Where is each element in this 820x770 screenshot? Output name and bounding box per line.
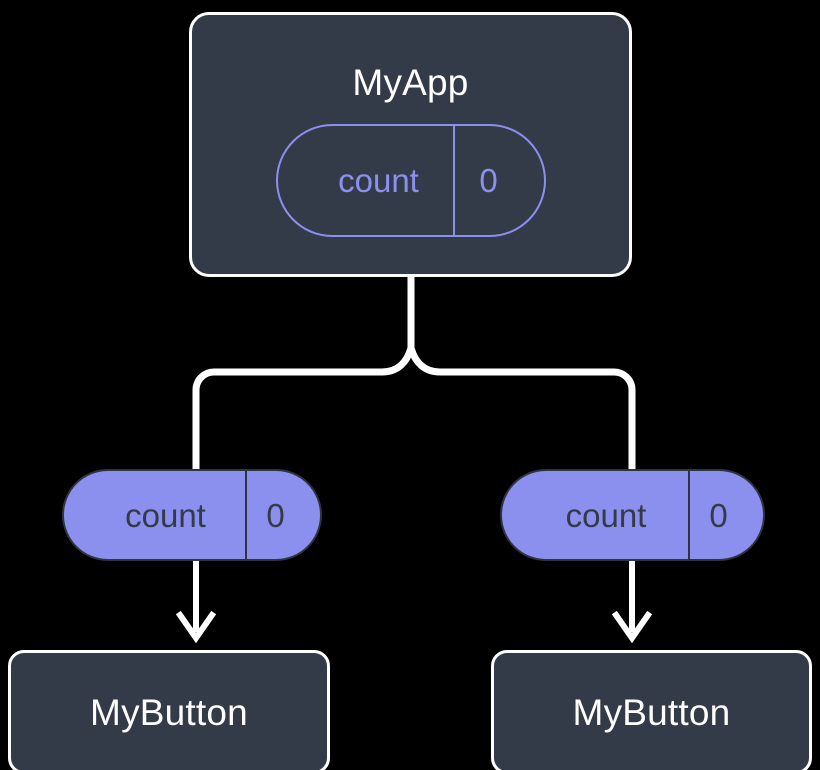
edge-root-to-right <box>407 346 636 470</box>
component-node-mybutton-right[interactable]: MyButton <box>491 650 812 770</box>
state-pill-key: count <box>276 124 454 237</box>
component-label-myapp: MyApp <box>352 62 469 103</box>
component-label-mybutton-right: MyButton <box>572 691 731 733</box>
prop-pill-key: count <box>62 469 246 561</box>
prop-pill-value: 0 <box>246 469 322 561</box>
state-pill-myapp-count[interactable]: count 0 <box>276 124 546 237</box>
edge-root-to-left <box>192 346 415 470</box>
state-pill-value: 0 <box>454 124 546 237</box>
prop-pill-right-count[interactable]: count 0 <box>500 469 765 561</box>
prop-pill-key: count <box>500 469 689 561</box>
edge-right-pill-to-button <box>611 560 653 644</box>
component-node-mybutton-left[interactable]: MyButton <box>8 650 330 770</box>
prop-pill-left-count[interactable]: count 0 <box>62 469 322 561</box>
edge-left-pill-to-button <box>175 560 217 644</box>
prop-pill-value: 0 <box>689 469 765 561</box>
component-label-mybutton-left: MyButton <box>90 691 248 733</box>
